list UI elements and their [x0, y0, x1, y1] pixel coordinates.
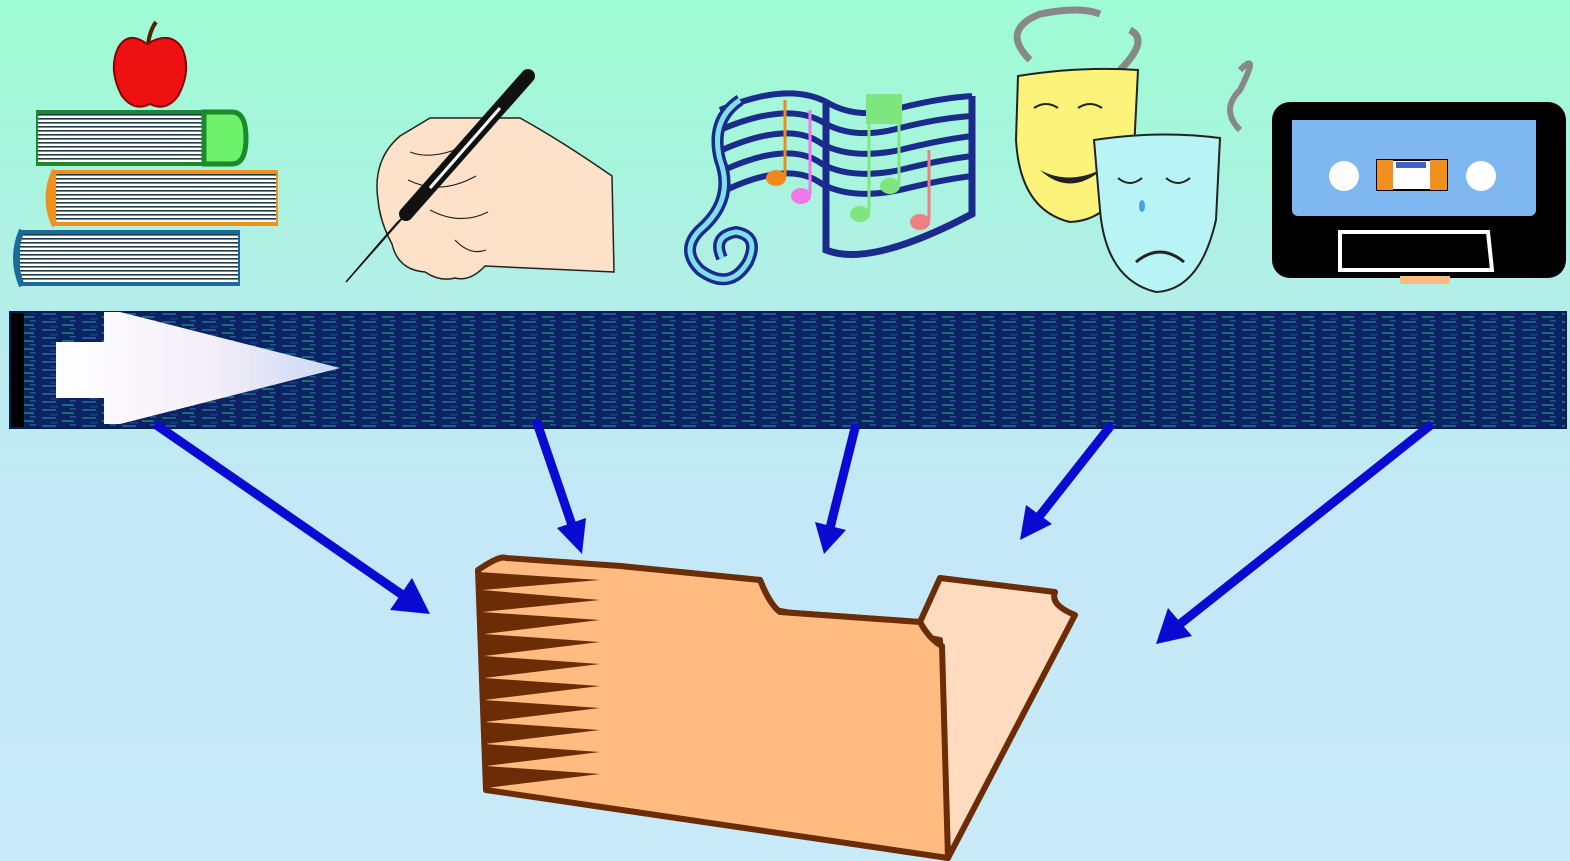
arrow-music-to-folder	[815, 424, 856, 554]
arrow-cassette-to-folder	[1156, 424, 1432, 644]
books-with-apple-icon	[16, 22, 278, 286]
arrow-books-to-folder	[155, 424, 430, 614]
theater-masks-icon	[1016, 10, 1250, 292]
arrow-hand-to-folder	[536, 420, 586, 554]
file-folder-icon	[478, 558, 1075, 859]
hand-writing-icon	[346, 76, 614, 282]
arrow-masks-to-folder	[1020, 424, 1112, 540]
cassette-tape-icon	[1272, 102, 1566, 284]
